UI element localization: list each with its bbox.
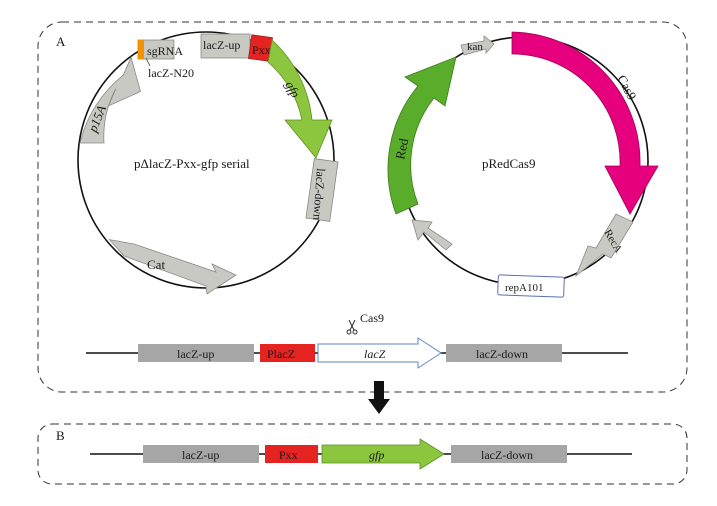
locus-b-lacz-up (143, 445, 259, 463)
locus-b-lacz-down (451, 445, 567, 463)
p15a-arrow (79, 55, 141, 144)
gfp-label: gfp (282, 78, 303, 100)
panel-a-frame (37, 21, 688, 393)
panel-b-label: B (56, 428, 65, 443)
reca-arrow (575, 213, 634, 278)
sgrna-stripe (138, 40, 144, 59)
lacz-down-box (305, 158, 339, 222)
lacz-n20-pointer (145, 57, 151, 67)
locus-b-gfp-label: gfp (369, 448, 384, 462)
pxx-label: Pxx (252, 43, 271, 57)
locus-a-lacz-up-label: lacZ-up (177, 347, 214, 361)
kan-arrow (460, 35, 495, 56)
locus-a-placz-label: PlacZ (267, 347, 295, 361)
plasmid2-name: pRedCas9 (482, 156, 535, 171)
plasmid1-name: pΔlacZ-Pxx-gfp serial (134, 156, 250, 171)
lacz-up-label: lacZ-up (203, 38, 240, 52)
locus-b-lacz-down-label: lacZ-down (481, 448, 533, 462)
lacz-up-box (200, 33, 251, 59)
repa101-box (497, 274, 565, 298)
gfp-arrow (267, 39, 333, 159)
red-label: Red (392, 137, 411, 161)
lacz-n20-label: lacZ-N20 (148, 66, 194, 80)
locus-a-lacz-down-label: lacZ-down (476, 347, 528, 361)
cat-arrow (108, 239, 237, 295)
locus-b-lacz-up-label: lacZ-up (182, 448, 219, 462)
locus-a-lacz-up (138, 344, 254, 362)
kan-label: kan (467, 41, 483, 53)
panel-a-label: A (56, 34, 66, 49)
locus-a-lacz-label: lacZ (364, 347, 386, 361)
cat-label: Cat (147, 257, 165, 272)
scissors-icon (346, 319, 358, 335)
cas9-arrow (511, 31, 659, 215)
locus-a-lacz-down (446, 344, 562, 362)
locus-b-pxx-label: Pxx (279, 448, 298, 462)
locus-b-pxx (265, 445, 318, 463)
repa101-label: repA101 (505, 282, 544, 294)
sgrna-label: sgRNA (147, 44, 183, 58)
small-left-arrow (411, 219, 453, 251)
locus-b-gfp-arrow (321, 438, 445, 470)
transition-arrow (368, 381, 390, 414)
locus-a-lacz-arrow (317, 337, 442, 369)
lacz-down-label: lacZ-down (310, 168, 328, 221)
cas9-cut-label: Cas9 (360, 311, 384, 325)
locus-a-placz (260, 344, 315, 362)
red-arrow (387, 56, 457, 215)
